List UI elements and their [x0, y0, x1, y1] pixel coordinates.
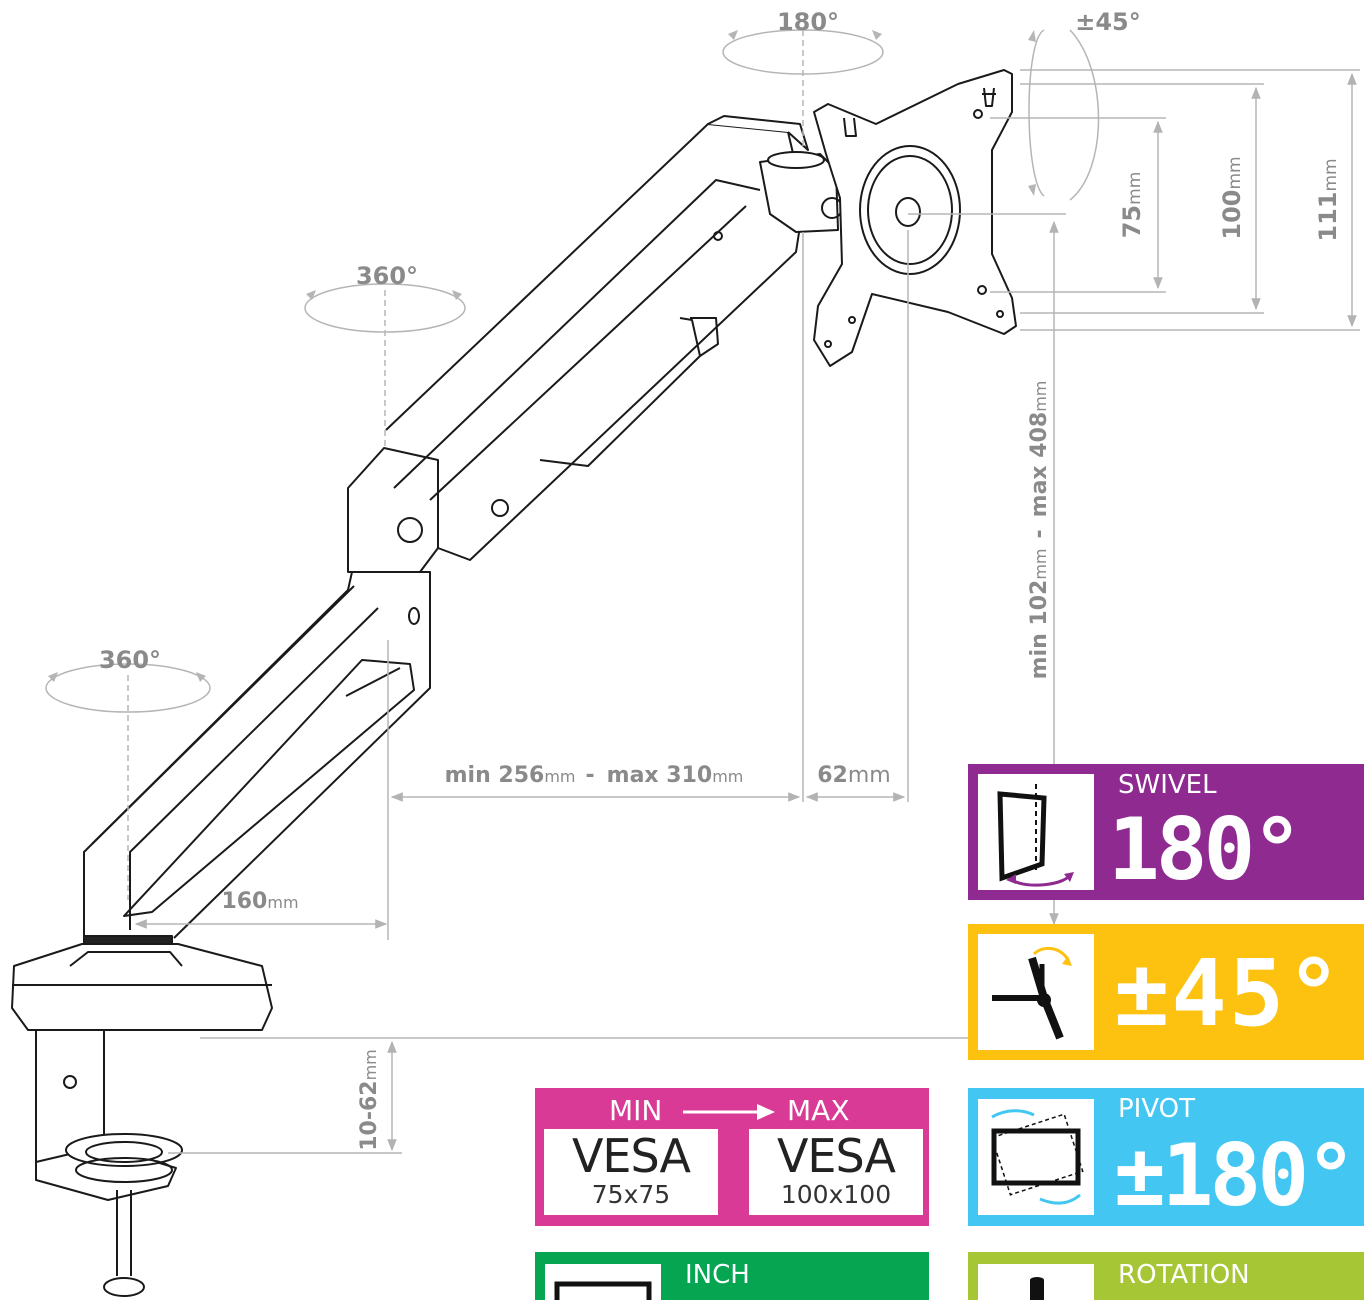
vesa-min-size: 75x75	[591, 1180, 671, 1209]
swivel-value: 180°	[1108, 800, 1303, 900]
clamp-range-value: 10-62	[357, 1080, 382, 1150]
rotation-icon	[1030, 1277, 1044, 1300]
tilt-angle-label: ±45°	[1075, 8, 1141, 36]
reach-min-label: min 256	[445, 763, 545, 788]
inch-label: INCH	[685, 1260, 750, 1290]
vesa-75-label: 75mm	[1118, 172, 1146, 239]
height-max-label: max 408	[1027, 412, 1052, 518]
tilt-icon	[992, 946, 1072, 1040]
vesa-badge: MIN MAX VESA 75x75 VESA 100x100	[535, 1088, 929, 1226]
vesa-max-label: MAX	[787, 1094, 850, 1127]
pivot-label: PIVOT	[1118, 1094, 1196, 1124]
inch-icon	[554, 1281, 652, 1300]
tilt-icon-box	[978, 934, 1094, 1050]
rotation-label: ROTATION	[1118, 1260, 1250, 1290]
plate-111-unit: mm	[1321, 158, 1341, 191]
clamp-range-unit: mm	[361, 1049, 380, 1080]
swivel-label: SWIVEL	[1118, 770, 1217, 800]
height-min-label: min 102	[1027, 580, 1052, 680]
pivot-icon-box	[978, 1099, 1094, 1215]
vesa-max-size: 100x100	[780, 1180, 892, 1209]
pivot-value: ±180°	[1114, 1126, 1357, 1226]
vesa-min-label: MIN	[609, 1094, 663, 1127]
plate-111-label: 111mm	[1314, 158, 1342, 241]
height-max-unit: mm	[1031, 381, 1050, 412]
reach-sep: -	[586, 763, 595, 788]
monitor-arm-illustration	[11, 69, 1017, 1297]
vesa-100-label: 100mm	[1218, 156, 1246, 239]
offset-62-value: 62	[817, 763, 848, 788]
swivel-badge: SWIVEL 180°	[968, 764, 1364, 900]
tilt-value: ±45°	[1114, 940, 1344, 1047]
inch-badge: INCH	[535, 1252, 929, 1300]
swivel-angle-label: 180°	[777, 8, 839, 36]
reach-max-unit: mm	[712, 767, 743, 786]
reach-range-label: min 256mm-max 310mm	[445, 763, 744, 788]
arrow-right-icon	[683, 1104, 775, 1120]
offset-62-unit: mm	[848, 763, 891, 788]
pivot-badge: PIVOT ±180°	[968, 1088, 1364, 1226]
swivel-icon-box	[978, 774, 1094, 890]
vesa-min-box: VESA 75x75	[544, 1129, 718, 1215]
base-offset-label: 160mm	[221, 889, 298, 914]
vesa-min-title: VESA	[571, 1129, 691, 1183]
clamp-range-label: 10-62mm	[357, 1049, 382, 1151]
mid-rotation-label: 360°	[356, 262, 418, 290]
height-min-unit: mm	[1031, 548, 1050, 579]
reach-max-label: max 310	[607, 763, 713, 788]
swivel-icon	[997, 784, 1074, 887]
rotation-badge: ROTATION	[968, 1252, 1364, 1300]
height-sep: -	[1027, 529, 1052, 538]
vesa-max-title: VESA	[776, 1129, 896, 1183]
tilt-badge: ±45°	[968, 924, 1364, 1060]
base-offset-unit: mm	[267, 893, 298, 912]
vesa-100-value: 100	[1218, 190, 1246, 240]
vesa-75-value: 75	[1118, 205, 1146, 238]
base-offset-value: 160	[221, 889, 267, 914]
base-rotation-label: 360°	[99, 646, 161, 674]
offset-62-label: 62mm	[817, 763, 891, 788]
height-range-label: min 102mm-max 408mm	[1027, 381, 1052, 680]
vesa-max-box: VESA 100x100	[749, 1129, 923, 1215]
plate-111-value: 111	[1314, 192, 1342, 242]
pivot-icon	[990, 1109, 1084, 1205]
rotation-icon-box	[978, 1264, 1094, 1300]
inch-icon-box	[545, 1264, 661, 1300]
vesa-100-unit: mm	[1225, 156, 1245, 189]
reach-min-unit: mm	[544, 767, 575, 786]
vesa-75-unit: mm	[1125, 172, 1145, 205]
